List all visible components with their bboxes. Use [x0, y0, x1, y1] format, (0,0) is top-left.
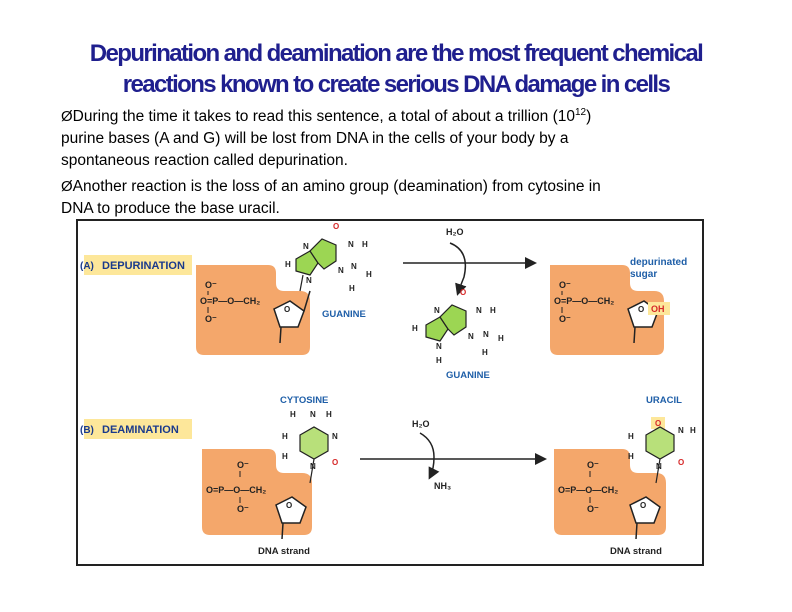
svg-text:N: N [338, 266, 344, 275]
svg-text:H: H [436, 356, 442, 365]
svg-text:O: O [640, 501, 646, 510]
free-guanine-label: GUANINE [446, 370, 490, 381]
svg-text:H: H [628, 432, 634, 441]
bullet-text: spontaneous reaction called depurination… [61, 152, 348, 169]
guanine-label: GUANINE [322, 309, 366, 320]
depurinated-sugar-label-2: sugar [630, 269, 657, 280]
svg-text:O: O [332, 458, 338, 467]
panel-b-tag: (B) [80, 425, 94, 436]
uracil-label: URACIL [646, 395, 682, 406]
release-arrow-b [419, 432, 440, 480]
exponent: 12 [574, 106, 587, 118]
water-label-b: H₂O [412, 419, 430, 429]
bullet-text: purine bases (A and G) will be lost from… [61, 130, 569, 147]
cytosine-molecule: H N H H H N O N [282, 410, 338, 484]
svg-text:N: N [434, 306, 440, 315]
svg-text:H: H [690, 426, 696, 435]
svg-text:O⁻: O⁻ [559, 280, 571, 290]
svg-text:N: N [476, 306, 482, 315]
svg-text:N: N [436, 342, 442, 351]
svg-text:N: N [306, 276, 312, 285]
svg-text:H: H [282, 432, 288, 441]
phosphate-group: O=P—O—CH₂ [200, 296, 260, 306]
slide-title: Depurination and deamination are the mos… [0, 38, 792, 100]
bullet-text: DNA to produce the base uracil. [61, 200, 280, 217]
sugar-ring-b-left [275, 496, 307, 524]
bullet-text: Another reaction is the loss of an amino… [72, 178, 601, 195]
svg-text:N: N [483, 330, 489, 339]
svg-text:H: H [482, 348, 488, 357]
svg-text:O: O [333, 222, 339, 231]
svg-text:H: H [412, 324, 418, 333]
bullet-list: ØDuring the time it takes to read this s… [61, 106, 751, 220]
ammonia-label: NH₃ [434, 481, 451, 491]
svg-text:H: H [290, 410, 296, 419]
guanine-molecule: N H O N H N N H H N [285, 222, 372, 293]
svg-text:H: H [349, 284, 355, 293]
svg-text:O: O [655, 419, 661, 428]
svg-text:H: H [498, 334, 504, 343]
dna-strand-label-left: DNA strand [258, 546, 310, 557]
free-guanine-molecule: N H O N H N N H H N H [412, 288, 504, 365]
svg-text:H: H [362, 240, 368, 249]
title-line-2: reactions known to create serious DNA da… [122, 71, 671, 98]
panel-a-title: DEPURINATION [102, 260, 185, 272]
arrow-bullet-icon: Ø [61, 178, 73, 195]
svg-text:O: O [286, 501, 292, 510]
svg-text:H: H [326, 410, 332, 419]
phosphate-o-minus: O⁻ [205, 314, 217, 324]
svg-text:O⁻: O⁻ [237, 504, 249, 514]
svg-text:O=P—O—CH₂: O=P—O—CH₂ [206, 485, 266, 495]
bullet-depurination: ØDuring the time it takes to read this s… [61, 106, 751, 172]
svg-text:O=P—O—CH₂: O=P—O—CH₂ [558, 485, 618, 495]
oh-label: OH [651, 304, 665, 314]
water-label-a: H₂O [446, 227, 464, 237]
bullet-deamination: ØAnother reaction is the loss of an amin… [61, 176, 751, 220]
arrow-bullet-icon: Ø [61, 108, 73, 125]
dna-strand-label-right: DNA strand [610, 546, 662, 557]
reaction-figure: (A) DEPURINATION O⁻ O=P—O—CH₂ O⁻ O N H O… [76, 219, 704, 566]
title-line-1: Depurination and deamination are the mos… [89, 40, 704, 67]
bullet-text: During the time it takes to read this se… [72, 108, 575, 125]
backbone-a-right [550, 265, 664, 355]
backbone-a-left [196, 265, 310, 355]
svg-text:H: H [282, 452, 288, 461]
panel-b-label-box [84, 419, 192, 439]
svg-text:N: N [678, 426, 684, 435]
panel-a-label-box [84, 255, 192, 275]
svg-text:O: O [638, 305, 644, 314]
sugar-ring-b-right [629, 496, 661, 524]
uracil-molecule: O H H N H O N [628, 417, 696, 484]
reaction-diagram: (A) DEPURINATION O⁻ O=P—O—CH₂ O⁻ O N H O… [80, 222, 696, 557]
svg-text:O⁻: O⁻ [237, 460, 249, 470]
release-arrow-a [449, 242, 467, 296]
svg-text:N: N [310, 462, 316, 471]
svg-text:O: O [678, 458, 684, 467]
oh-highlight [648, 302, 670, 315]
sugar-ring-a-left [273, 300, 305, 328]
sugar-oxygen: O [284, 305, 290, 314]
svg-text:O=P—O—CH₂: O=P—O—CH₂ [554, 296, 614, 306]
svg-text:H: H [490, 306, 496, 315]
svg-text:N: N [348, 240, 354, 249]
svg-text:N: N [310, 410, 316, 419]
panel-b-title: DEAMINATION [102, 424, 179, 436]
cytosine-label: CYTOSINE [280, 395, 328, 406]
svg-text:N: N [303, 242, 309, 251]
phosphate-o-minus: O⁻ [205, 280, 217, 290]
svg-text:H: H [285, 260, 291, 269]
svg-text:N: N [468, 332, 474, 341]
svg-text:N: N [656, 462, 662, 471]
panel-a-tag: (A) [80, 261, 94, 272]
svg-text:O⁻: O⁻ [587, 504, 599, 514]
svg-text:O⁻: O⁻ [559, 314, 571, 324]
bullet-text: ) [586, 108, 592, 125]
svg-text:O⁻: O⁻ [587, 460, 599, 470]
svg-text:N: N [351, 262, 357, 271]
svg-text:O: O [460, 288, 466, 297]
svg-text:H: H [628, 452, 634, 461]
svg-text:H: H [366, 270, 372, 279]
svg-text:N: N [332, 432, 338, 441]
depurinated-sugar-label-1: depurinated [630, 257, 687, 268]
